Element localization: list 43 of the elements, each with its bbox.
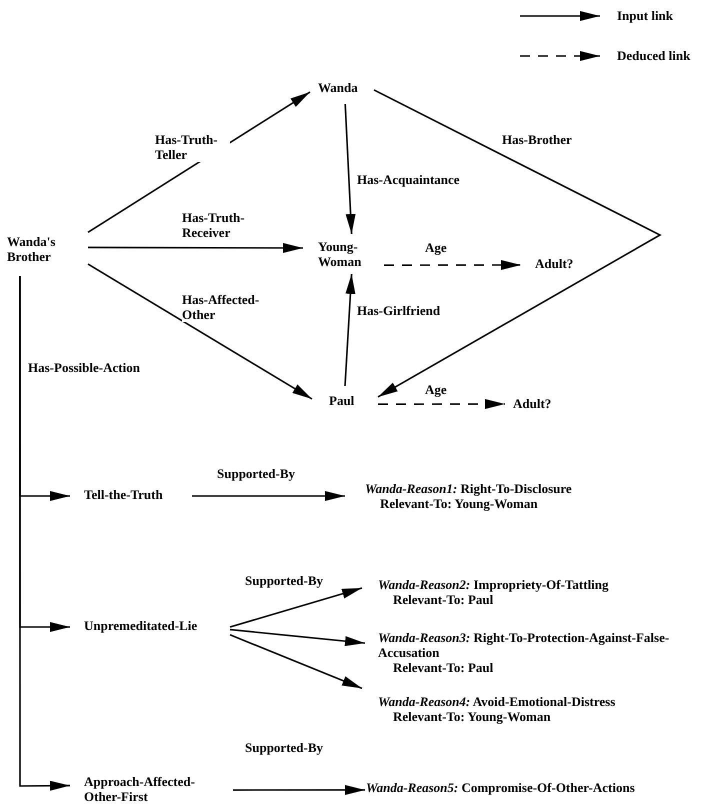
edge-label: Has-Truth-Teller <box>155 132 230 162</box>
relevance-note: Relevant-To: Young-Woman <box>393 709 551 724</box>
arrow <box>88 242 303 253</box>
relevance-note: Relevant-To: Paul <box>393 592 494 607</box>
node-label: Paul <box>329 393 354 408</box>
node-label: Wanda's Brother <box>7 234 56 264</box>
arrow <box>19 276 70 791</box>
edge-label: Has-Acquaintance <box>357 172 460 187</box>
node-label: Wanda <box>318 80 358 95</box>
edge-label: Has-Possible-Action <box>28 360 140 375</box>
legend-label: Deduced link <box>617 48 690 63</box>
arrow <box>88 263 312 400</box>
node-label: Young-Woman <box>318 239 362 269</box>
arrow <box>230 628 366 646</box>
node-label: Adult? <box>535 256 574 271</box>
arrow <box>378 399 505 410</box>
arrow <box>344 104 356 234</box>
arrow <box>384 260 521 270</box>
legend-label: Input link <box>617 8 674 23</box>
node-label: Wanda-Reason4: Avoid-Emotional-Distress <box>378 694 616 709</box>
node-label: Unpremeditated-Lie <box>84 618 198 633</box>
arrow <box>344 274 356 386</box>
node-label: Adult? <box>513 396 552 411</box>
arrow <box>230 634 362 690</box>
node-label: Wanda-Reason1: Right-To-Disclosure <box>365 481 572 496</box>
arrow <box>233 784 365 795</box>
edge-label: Has-Girlfriend <box>357 303 440 318</box>
arrow <box>374 89 662 398</box>
edge-label: Supported-By <box>245 740 324 755</box>
node-label: Wanda-Reason2: Impropriety-Of-Tattling <box>378 577 609 592</box>
arrow <box>192 491 345 501</box>
edge-label: Supported-By <box>245 573 324 588</box>
node-label: Approach-Affected-Other-First <box>84 774 196 804</box>
relevance-note: Relevant-To: Young-Woman <box>380 496 538 511</box>
edge-label: Supported-By <box>217 466 296 481</box>
node-label: Tell-the-Truth <box>84 487 163 502</box>
edge-label: Age <box>425 240 447 255</box>
node-label: Wanda-Reason5: Compromise-Of-Other-Actions <box>366 780 635 795</box>
edge-label: Has-Brother <box>502 132 572 147</box>
relevance-note: Relevant-To: Paul <box>393 660 494 675</box>
edge-label: Age <box>425 382 447 397</box>
arrow <box>230 587 362 628</box>
node-label: Wanda-Reason3: Right-To-Protection-Against-False-Accusation <box>378 630 670 660</box>
